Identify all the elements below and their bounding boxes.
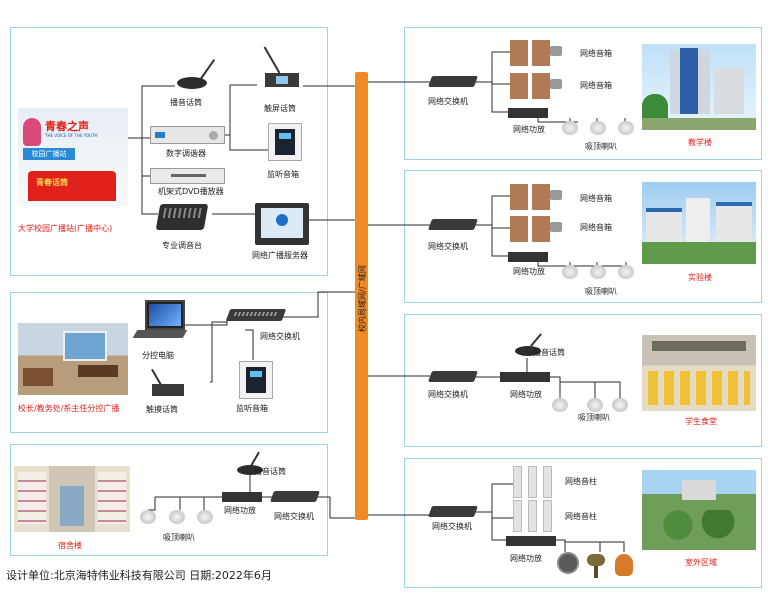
outdoor-area-photo <box>642 470 756 550</box>
dorm-ceiling-speaker-label: 吸顶喇叭 <box>163 533 195 542</box>
outdoor-column-speaker-2-icon <box>513 500 555 532</box>
dorm-mic-label: 播音话筒 <box>254 467 286 476</box>
lab-amp-icon <box>508 252 548 262</box>
teaching-amp-label: 网络功放 <box>513 125 545 134</box>
broadcast-center-title: 大学校园广播站(广播中心) <box>18 224 113 233</box>
office-monitor-speaker-label: 监听音箱 <box>236 404 268 413</box>
teaching-building-title: 教学楼 <box>688 138 712 147</box>
teaching-switch-icon <box>427 76 479 87</box>
digital-tuner-label: 数字调谐器 <box>166 149 206 158</box>
canteen-title: 学生食堂 <box>685 417 717 426</box>
teaching-ceiling-speaker-icon <box>562 121 636 137</box>
lab-ceiling-speaker-label: 吸顶喇叭 <box>585 287 617 296</box>
dorm-switch-label: 网络交换机 <box>274 512 314 521</box>
dorm-amp-icon <box>222 492 262 502</box>
footer-text: 设计单位:北京海特伟业科技有限公司 日期:2022年6月 <box>6 567 272 583</box>
outdoor-garden-speakers-icon <box>555 550 637 580</box>
outdoor-switch-label: 网络交换机 <box>432 522 472 531</box>
canteen-switch-label: 网络交换机 <box>428 390 468 399</box>
lab-ceiling-speaker-icon <box>562 265 636 281</box>
broadcast-desk <box>28 171 116 201</box>
office-photo <box>18 323 128 395</box>
teaching-amp-icon <box>508 108 548 118</box>
office-touch-mic-icon <box>148 368 188 398</box>
mixer-label: 专业调音台 <box>162 241 202 250</box>
lab-building-title: 实验楼 <box>688 273 712 282</box>
lab-amp-label: 网络功放 <box>513 267 545 276</box>
backbone-label: 校内局域网/广域网 <box>358 265 367 332</box>
teaching-speaker-2-icon <box>510 73 562 99</box>
lab-speaker-2-label: 网络音箱 <box>580 223 612 232</box>
dormitory-title: 宿舍楼 <box>58 541 82 550</box>
broadcast-mic-label: 播音话筒 <box>170 98 202 107</box>
mixer-icon <box>155 204 209 230</box>
microphone-graphic <box>23 118 41 146</box>
office-touch-mic-label: 触摸话筒 <box>146 405 178 414</box>
dorm-amp-label: 网络功放 <box>224 506 256 515</box>
logo-text-station: 校园广播站 <box>23 148 75 160</box>
teaching-speaker-2-label: 网络音箱 <box>580 81 612 90</box>
office-switch-icon <box>225 309 287 321</box>
canteen-ceiling-speaker-icon <box>552 398 628 414</box>
teaching-speaker-1-label: 网络音箱 <box>580 49 612 58</box>
dvd-player-label: 机架式DVD播放器 <box>158 187 224 196</box>
outdoor-amp-label: 网络功放 <box>510 554 542 563</box>
outdoor-switch-icon <box>427 506 479 517</box>
canteen-amp-icon <box>500 372 550 382</box>
outdoor-column-speaker-2-label: 网络音柱 <box>565 512 597 521</box>
design-date: 日期:2022年6月 <box>189 569 272 582</box>
canteen-mic-icon <box>513 332 547 358</box>
canteen-photo <box>642 335 756 411</box>
desk-text: 青春话筒 <box>36 178 68 187</box>
digital-tuner-icon <box>150 126 225 144</box>
outdoor-column-speaker-1-icon <box>513 466 555 498</box>
canteen-mic-label: 播音话筒 <box>533 348 565 357</box>
teaching-ceiling-speaker-label: 吸顶喇叭 <box>585 142 617 151</box>
broadcast-studio-photo: 青春之声 THE VOICE OF THE YOUTH 校园广播站 青春话筒 <box>18 108 128 206</box>
teaching-building-photo <box>642 44 756 130</box>
outdoor-column-speaker-1-label: 网络音柱 <box>565 477 597 486</box>
touch-mic-label: 触屏话筒 <box>264 104 296 113</box>
broadcast-server-label: 网络广播服务器 <box>252 251 308 260</box>
teaching-speaker-1-icon <box>510 40 562 66</box>
lab-speaker-1-icon <box>510 184 562 210</box>
network-backbone <box>355 72 368 520</box>
monitor-speaker-label: 监听音箱 <box>267 170 299 179</box>
principal-office-title: 校长/教务处/系主任分控广播 <box>18 404 120 413</box>
broadcast-server-icon <box>255 203 309 245</box>
canteen-ceiling-speaker-label: 吸顶喇叭 <box>578 413 610 422</box>
outdoor-amp-icon <box>506 536 556 546</box>
control-pc-label: 分控电脑 <box>142 351 174 360</box>
logo-text-english: THE VOICE OF THE YOUTH <box>45 133 98 138</box>
control-pc-icon <box>132 300 190 348</box>
broadcast-mic-icon <box>175 55 216 93</box>
canteen-switch-icon <box>427 371 479 382</box>
dormitory-photo <box>14 466 130 532</box>
lab-switch-label: 网络交换机 <box>428 242 468 251</box>
lab-speaker-2-icon <box>510 216 562 242</box>
office-monitor-speaker-icon <box>239 361 273 399</box>
touch-mic-icon <box>262 45 302 93</box>
logo-text-main: 青春之声 <box>45 120 89 133</box>
dvd-player-icon <box>150 168 225 184</box>
lab-speaker-1-label: 网络音箱 <box>580 194 612 203</box>
office-switch-label: 网络交换机 <box>260 332 300 341</box>
dorm-switch-icon <box>269 491 321 502</box>
teaching-switch-label: 网络交换机 <box>428 97 468 106</box>
outdoor-area-title: 室外区域 <box>685 558 717 567</box>
design-unit: 设计单位:北京海特伟业科技有限公司 <box>6 569 186 582</box>
dorm-mic-icon <box>235 451 265 477</box>
lab-switch-icon <box>427 219 479 230</box>
canteen-amp-label: 网络功放 <box>510 390 542 399</box>
lab-building-photo <box>642 182 756 264</box>
dorm-ceiling-speaker-icon <box>140 510 214 526</box>
monitor-speaker-icon <box>268 123 302 161</box>
